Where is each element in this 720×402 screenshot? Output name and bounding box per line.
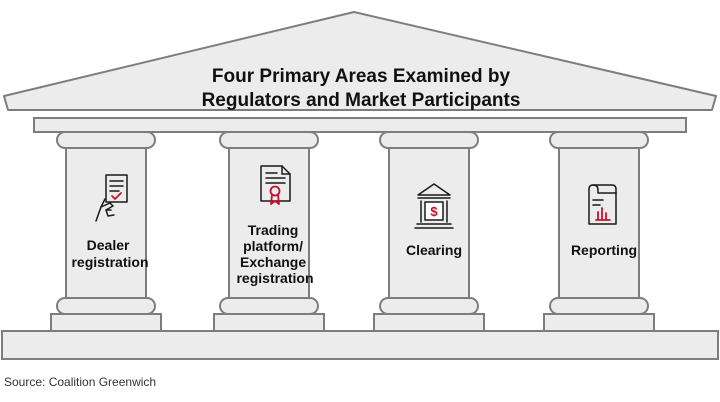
temple-roof <box>3 11 717 111</box>
temple-entablature <box>33 117 687 133</box>
pillar-label-trading: Trading platform/ Exchange registration <box>236 222 313 286</box>
bank-dollar-icon: $ <box>414 183 454 229</box>
diagram-title-line-1: Four Primary Areas Examined by <box>212 66 511 87</box>
pillar-label-dealer: Dealer registration <box>71 237 148 270</box>
svg-text:$: $ <box>430 204 438 219</box>
diagram-title-line-2: Regulators and Market Participants <box>202 90 521 111</box>
temple-base <box>1 330 719 360</box>
pillar-dealer-registration <box>50 131 162 332</box>
certificate-document-icon <box>260 165 291 205</box>
pillar-label-reporting: Reporting <box>571 242 637 258</box>
pillar-label-clearing: Clearing <box>406 242 462 258</box>
source-caption: Source: Coalition Greenwich <box>4 375 157 389</box>
pillar-clearing <box>373 131 485 332</box>
hand-document-icon <box>95 174 128 222</box>
pillar-reporting <box>543 131 655 332</box>
report-chart-icon <box>588 184 617 225</box>
